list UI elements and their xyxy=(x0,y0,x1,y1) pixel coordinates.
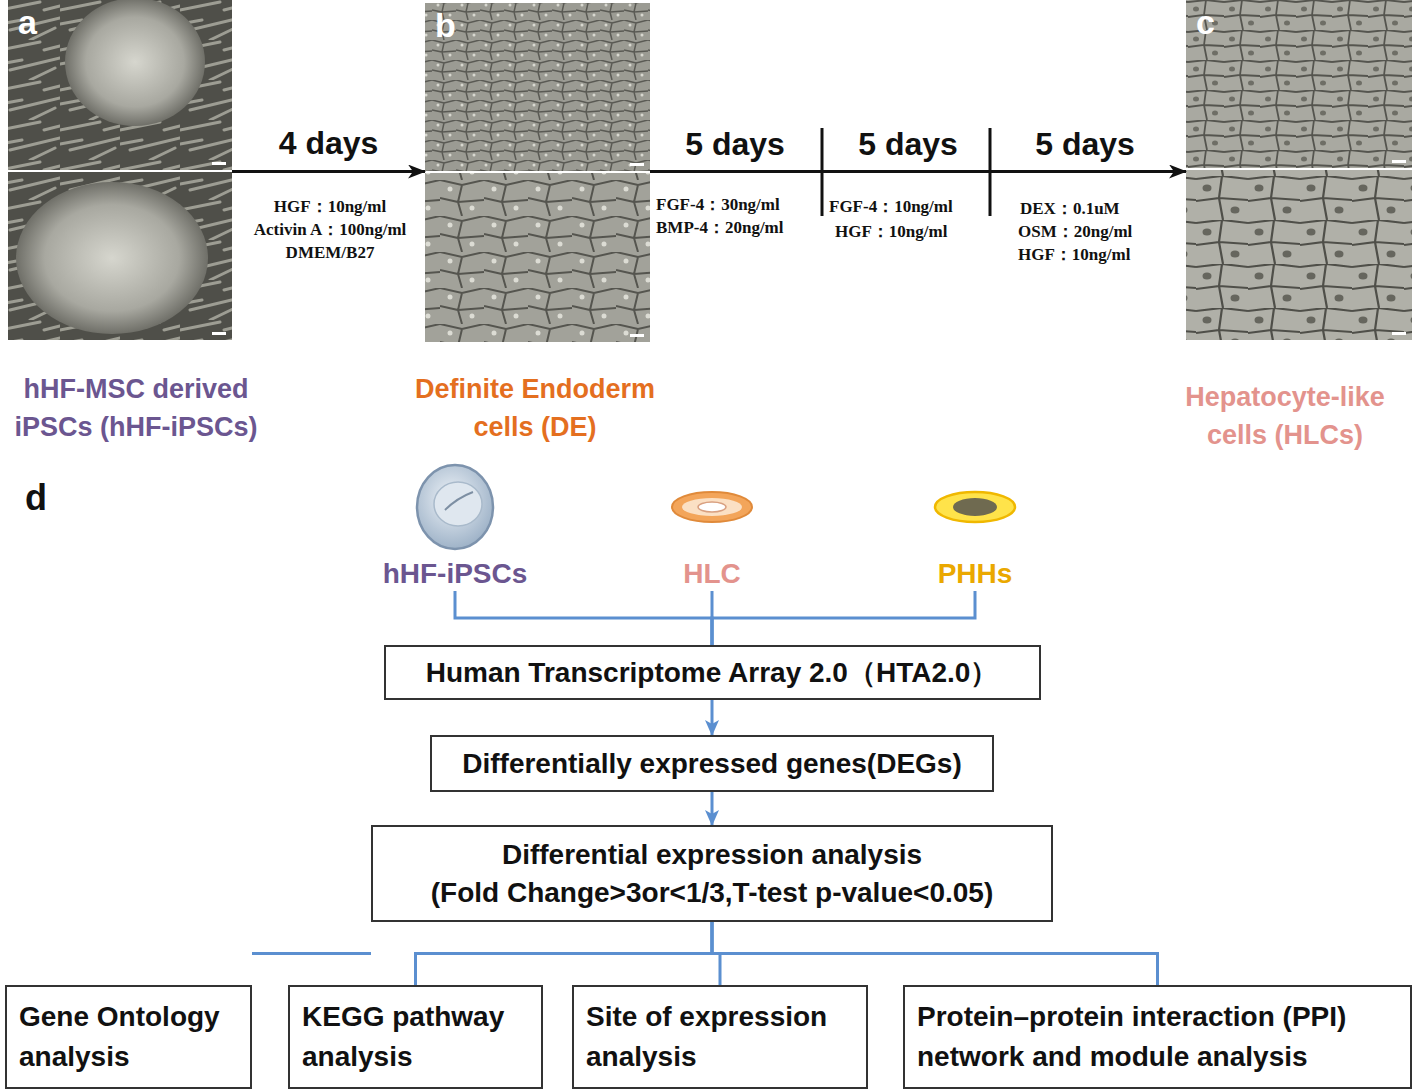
reagent-label: HGF：10ng/ml xyxy=(835,221,947,243)
panel-letter: b xyxy=(435,5,456,45)
flow-arrow xyxy=(252,952,371,955)
cell-shape xyxy=(395,462,515,557)
flow-arrow xyxy=(232,170,425,173)
process-box: Human Transcriptome Array 2.0（HTA2.0） xyxy=(384,645,1041,700)
duration-label: 5 days xyxy=(685,125,785,163)
cell-label: hHF-iPSCs xyxy=(360,557,550,591)
reagent-label: FGF-4：10ng/ml xyxy=(829,196,953,218)
reagent-label: HGF：10ng/ml xyxy=(1018,244,1130,266)
cell-icon: PHHs xyxy=(905,462,1045,591)
flow-arrow xyxy=(712,591,975,645)
box-text: Site of expression analysis xyxy=(586,997,854,1077)
micrograph xyxy=(8,172,232,340)
reagent-label: Activin A：100ng/ml xyxy=(254,219,407,241)
flow-arrow xyxy=(711,792,714,825)
reagent-label: HGF：10ng/ml xyxy=(274,196,386,218)
panel-caption: hHF-MSC derived iPSCs (hHF-iPSCs) xyxy=(2,370,270,446)
box-text: Gene Ontology analysis xyxy=(19,997,238,1077)
box-text: (Fold Change>3or<1/3,T-test p-value<0.05… xyxy=(431,874,994,912)
scale-bar xyxy=(1392,332,1406,335)
flow-arrow xyxy=(416,922,713,985)
micrograph-panel: cHepatocyte-like cells (HLCs) xyxy=(1186,0,1412,340)
reagent-label: DMEM/B27 xyxy=(286,242,375,264)
scale-bar xyxy=(212,332,226,335)
flow-arrow xyxy=(712,922,1158,985)
box-text: Differentially expressed genes(DEGs) xyxy=(462,745,962,783)
panel-letter: c xyxy=(1196,2,1215,42)
micrograph-panel: bDefinite Endoderm cells (DE) xyxy=(425,3,650,342)
panel-caption: Hepatocyte-like cells (HLCs) xyxy=(1165,378,1405,454)
result-box: KEGG pathway analysis xyxy=(288,985,543,1089)
micrograph xyxy=(1186,0,1412,168)
duration-label: 5 days xyxy=(858,125,958,163)
duration-label: 5 days xyxy=(1035,125,1135,163)
box-text: Differential expression analysis xyxy=(502,836,922,874)
reagent-label: BMP-4：20ng/ml xyxy=(656,217,784,239)
micrograph xyxy=(425,3,650,171)
cell-icon: HLC xyxy=(652,462,772,591)
cell-shape xyxy=(652,462,772,557)
result-box: Protein–protein interaction (PPI) networ… xyxy=(903,985,1412,1089)
panel-letter: a xyxy=(18,2,37,42)
micrograph xyxy=(425,173,650,342)
box-text: Human Transcriptome Array 2.0（HTA2.0） xyxy=(426,654,999,692)
reagent-label: OSM：20ng/ml xyxy=(1018,221,1132,243)
flow-arrow xyxy=(455,591,712,645)
cell-shape xyxy=(915,462,1035,557)
process-box: Differential expression analysis(Fold Ch… xyxy=(371,825,1053,922)
process-box: Differentially expressed genes(DEGs) xyxy=(430,735,994,792)
micrograph-panel: ahHF-MSC derived iPSCs (hHF-iPSCs) xyxy=(8,0,232,340)
cell-colony xyxy=(65,0,205,126)
flow-arrow xyxy=(711,700,714,735)
flow-arrow xyxy=(650,170,1186,173)
cell-label: PHHs xyxy=(905,557,1045,591)
reagent-label: DEX：0.1uM xyxy=(1020,198,1120,220)
panel-caption: Definite Endoderm cells (DE) xyxy=(401,370,669,446)
scale-bar xyxy=(212,162,226,165)
scale-bar xyxy=(630,163,644,166)
cell-colony xyxy=(16,182,208,334)
micrograph xyxy=(1186,170,1412,340)
box-text: Protein–protein interaction (PPI) networ… xyxy=(917,997,1398,1077)
result-box: Gene Ontology analysis xyxy=(5,985,252,1089)
reagent-label: FGF-4：30ng/ml xyxy=(656,194,780,216)
box-text: KEGG pathway analysis xyxy=(302,997,529,1077)
cell-label: HLC xyxy=(652,557,772,591)
scale-bar xyxy=(630,334,644,337)
result-box: Site of expression analysis xyxy=(572,985,868,1089)
panel-letter: d xyxy=(25,478,47,518)
cell-icon: hHF-iPSCs xyxy=(360,462,550,591)
edge-label: 4 days xyxy=(276,124,382,162)
scale-bar xyxy=(1392,160,1406,163)
